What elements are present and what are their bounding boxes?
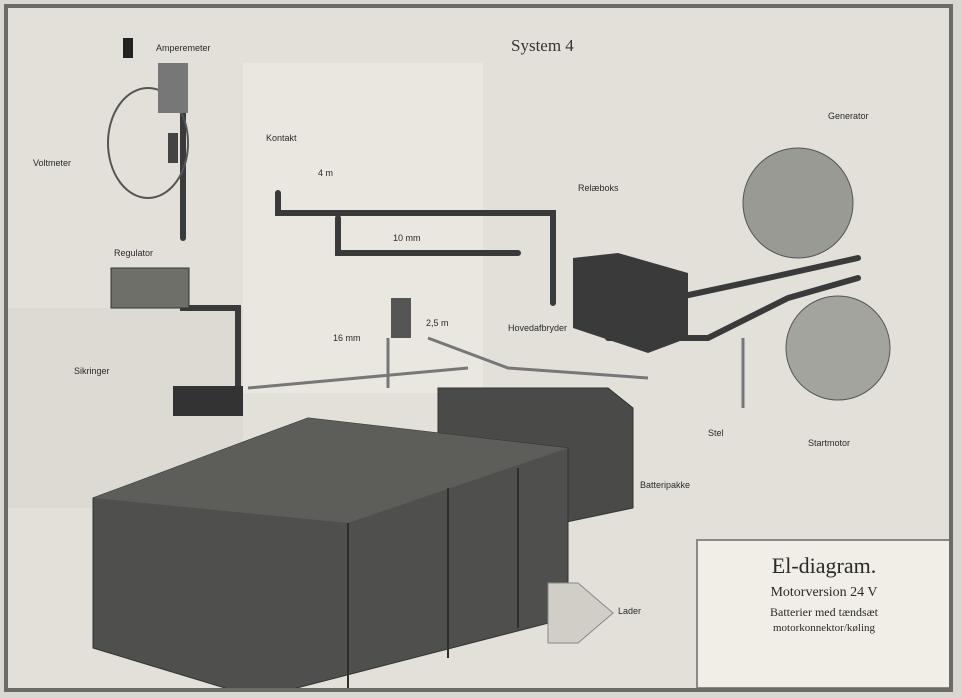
- label-fuse-block: Sikringer: [74, 366, 110, 376]
- label-relay-box: Relæboks: [578, 183, 619, 193]
- background-panel: [243, 63, 483, 393]
- caption-box: El-diagram. Motorversion 24 V Batterier …: [696, 539, 949, 688]
- fuse-block: [173, 386, 243, 416]
- caption-line-3: Batterier med tændsæt: [770, 605, 878, 619]
- starter-motor: [785, 295, 891, 401]
- label-regulator: Regulator: [114, 248, 154, 258]
- label-tilt-switch: Kontakt: [266, 133, 297, 143]
- diagram-title: System 4: [511, 36, 574, 55]
- label-starter-motor: Startmotor: [808, 438, 851, 448]
- battery-pack: [92, 387, 634, 688]
- diagram-frame: System 4 Amperemeter Voltmeter Kontakt R…: [4, 4, 953, 692]
- voltmeter-body: [168, 133, 178, 163]
- switch-box: [391, 298, 411, 338]
- label-cable-3: 16 mm: [333, 333, 361, 343]
- caption-line-2: Motorversion 24 V: [770, 585, 878, 600]
- generator: [742, 147, 854, 259]
- caption-line-1: El-diagram.: [771, 553, 877, 578]
- label-cable-1: 4 m: [318, 168, 334, 178]
- regulator-box: [110, 267, 190, 309]
- label-cable-2: 10 mm: [393, 233, 421, 243]
- meter-probe: [123, 38, 133, 58]
- arrow-shape: [547, 582, 614, 644]
- label-voltmeter: Voltmeter: [33, 158, 72, 168]
- label-battery-pack: Batteripakke: [640, 480, 691, 490]
- caption-line-4: motorkonnektor/køling: [772, 622, 876, 634]
- relay-cluster: [573, 253, 688, 353]
- label-amperemeter: Amperemeter: [156, 43, 211, 53]
- label-generator: Generator: [828, 111, 869, 121]
- label-switch-panel: Hovedafbryder: [508, 323, 568, 333]
- label-ground: Stel: [708, 428, 724, 438]
- meter-loop: [107, 87, 189, 199]
- label-cable-4: 2,5 m: [426, 318, 449, 328]
- diagram-graphic: [8, 38, 891, 688]
- amperemeter: [158, 63, 188, 113]
- thin-cables: [247, 336, 745, 408]
- label-charger: Lader: [618, 606, 642, 616]
